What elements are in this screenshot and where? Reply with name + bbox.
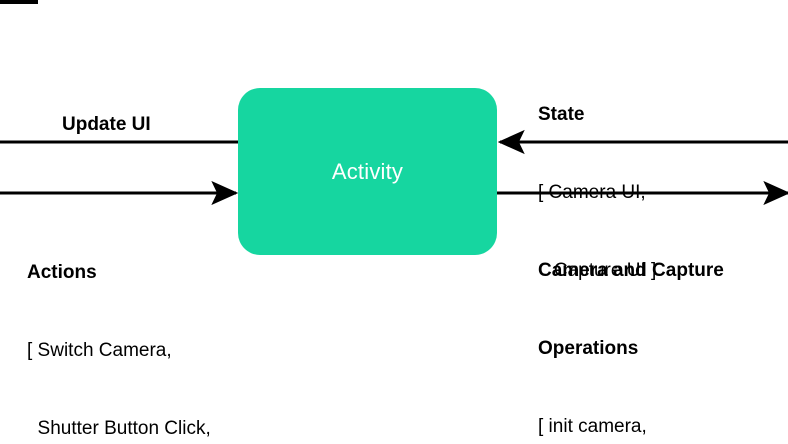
state-line: Capture UI ] [538, 260, 657, 281]
edge-label-update-ui: Update UI [62, 114, 151, 135]
activity-node[interactable]: Activity [238, 88, 497, 255]
operations-line: [ init camera, [538, 416, 647, 437]
actions-line: [ Switch Camera, [27, 340, 172, 361]
edge-label-state: State [ Camera UI, Capture UI ] [538, 50, 656, 336]
operations-title-line2: Operations [538, 338, 639, 359]
state-line: [ Camera UI, [538, 182, 646, 203]
operations-title-line1: Camera and Capture [538, 260, 724, 281]
actions-title: Actions [27, 262, 97, 283]
actions-line: Shutter Button Click, [27, 418, 211, 439]
activity-node-label: Activity [331, 158, 404, 184]
corner-marker-bar [0, 0, 38, 4]
edge-label-operations: Camera and Capture Operations [ init cam… [538, 206, 724, 444]
state-title: State [538, 104, 585, 125]
edge-label-actions: Actions [ Switch Camera, Shutter Button … [27, 208, 257, 444]
